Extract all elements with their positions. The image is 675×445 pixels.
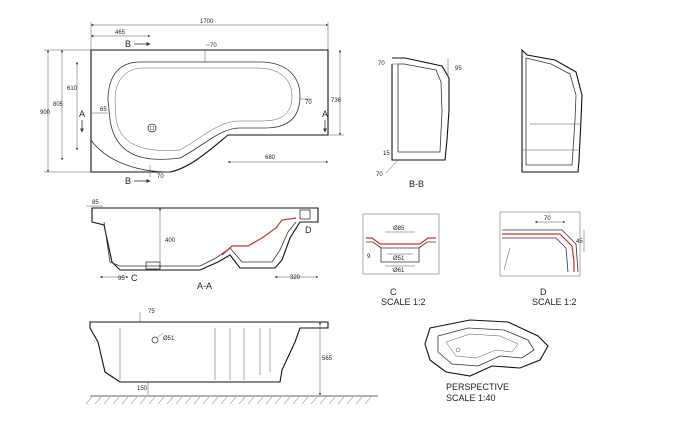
section-marker-b-top: B [125, 39, 131, 49]
bb-dim-95: 95 [455, 66, 462, 72]
floor-hatch-line [319, 396, 327, 405]
detail-c-dim-85: Ø85 [393, 226, 405, 232]
floor-hatch-line [301, 396, 309, 405]
perspective-title: PERSPECTIVE [446, 382, 509, 392]
bb-label: B-B [409, 179, 424, 189]
floor-hatch-line [355, 396, 363, 405]
bb-profile [391, 57, 450, 161]
bb-dim-15: 15 [383, 151, 390, 157]
aa-dim-400: 400 [165, 238, 176, 244]
detail-d-title: D [540, 287, 547, 297]
bb-dim-70-bottom: 70 [376, 172, 383, 178]
floor-hatch-line [238, 396, 246, 405]
floor-hatch-line [247, 396, 255, 405]
side-dim-565: 565 [322, 356, 333, 362]
plan-waste [147, 123, 157, 133]
dim-465: 465 [115, 30, 126, 36]
aa-detail-c-marker: C [131, 273, 138, 283]
plan-outline [90, 49, 329, 173]
detail-c-scale: SCALE 1:2 [381, 297, 426, 307]
aa-label: A-A [197, 281, 212, 291]
perspective-scale: SCALE 1:40 [446, 393, 496, 403]
dim-70-bottom: 70 [157, 174, 164, 180]
dim-805: 805 [53, 102, 64, 108]
floor-hatch-line [265, 396, 273, 405]
detail-c-accent [366, 237, 436, 245]
detail-c-dim-51: Ø51 [393, 256, 405, 262]
floor-hatch-line [94, 396, 102, 405]
section-bb: 70 95 15 70 B-B [376, 57, 462, 189]
floor-hatch-line [130, 396, 138, 405]
floor-hatch-line [121, 396, 129, 405]
floor-hatch-line [175, 396, 183, 405]
floor-hatch-line [211, 396, 219, 405]
dim-900: 900 [40, 110, 51, 116]
end-view [521, 48, 583, 173]
end-view-outline [521, 48, 583, 173]
aa-profile [91, 207, 319, 271]
detail-d-dim-70: 70 [544, 216, 551, 222]
side-view: 75 Ø51 565 150 [85, 309, 378, 405]
floor-hatch-line [292, 396, 300, 405]
dim-1700: 1700 [200, 19, 214, 25]
aa-dim-85: 85 [92, 200, 99, 206]
side-dim-51: Ø51 [163, 336, 175, 342]
detail-d-dim-45: 45 [576, 239, 583, 245]
detail-c-title: C [390, 287, 397, 297]
floor-hatch-line [283, 396, 291, 405]
aa-accent-profile [221, 217, 297, 256]
dim-70-top: 70 [210, 43, 217, 49]
floor-hatch-line [148, 396, 156, 405]
dim-736: 736 [331, 98, 342, 104]
side-dim-75: 75 [148, 309, 155, 315]
detail-c-dim-61: Ø61 [393, 268, 405, 274]
section-marker-a-left: A [79, 109, 85, 119]
perspective-view: PERSPECTIVE SCALE 1:40 [424, 319, 549, 403]
floor-hatch-line [229, 396, 237, 405]
floor-hatch-line [220, 396, 228, 405]
dim-610: 610 [67, 86, 78, 92]
detail-d-accent [502, 233, 575, 272]
floor-hatch-line [166, 396, 174, 405]
plan-bowl-outer [107, 61, 301, 160]
floor-hatch-line [364, 396, 372, 405]
dim-70-right: 70 [305, 100, 312, 106]
plan-view: 1700 465 B B 70 900 805 610 A A 65 736 [40, 19, 344, 186]
dim-680: 680 [265, 155, 276, 161]
floor-hatch-line [139, 396, 147, 405]
plan-bowl-inner [114, 67, 293, 151]
detail-d: 70 45 D SCALE 1:2 [499, 211, 585, 307]
floor-hatch-line [310, 396, 318, 405]
detail-c: Ø85 Ø51 Ø61 9 C SCALE 1:2 [362, 213, 440, 307]
section-marker-a-right: A [322, 109, 328, 119]
aa-dim-320: 320 [290, 275, 301, 281]
section-aa: 85 400 95 C 320 D A-A [86, 200, 319, 291]
perspective-outline [424, 319, 549, 377]
detail-c-dim-9: 9 [367, 254, 371, 260]
floor-hatch-line [193, 396, 201, 405]
floor-hatch-line [103, 396, 111, 405]
floor-hatch-line [157, 396, 165, 405]
plan-outer-curve [90, 139, 171, 173]
floor-hatch-line [85, 396, 93, 405]
floor-hatch-line [274, 396, 282, 405]
floor-hatch-line [202, 396, 210, 405]
side-dim-150: 150 [137, 386, 148, 392]
bb-dim-70-top: 70 [378, 61, 385, 67]
aa-detail-d-marker: D [305, 225, 312, 235]
floor-hatch-line [328, 396, 336, 405]
aa-dim-95: 95 [118, 276, 125, 282]
dim-65: 65 [100, 107, 107, 113]
section-marker-b-bottom: B [125, 176, 131, 186]
floor-hatch-line [184, 396, 192, 405]
side-view-outline [89, 321, 329, 383]
detail-d-scale: SCALE 1:2 [532, 297, 577, 307]
floor-hatch-line [256, 396, 264, 405]
floor-hatch-line [112, 396, 120, 405]
floor-hatch-line [346, 396, 354, 405]
floor-hatch-line [337, 396, 345, 405]
